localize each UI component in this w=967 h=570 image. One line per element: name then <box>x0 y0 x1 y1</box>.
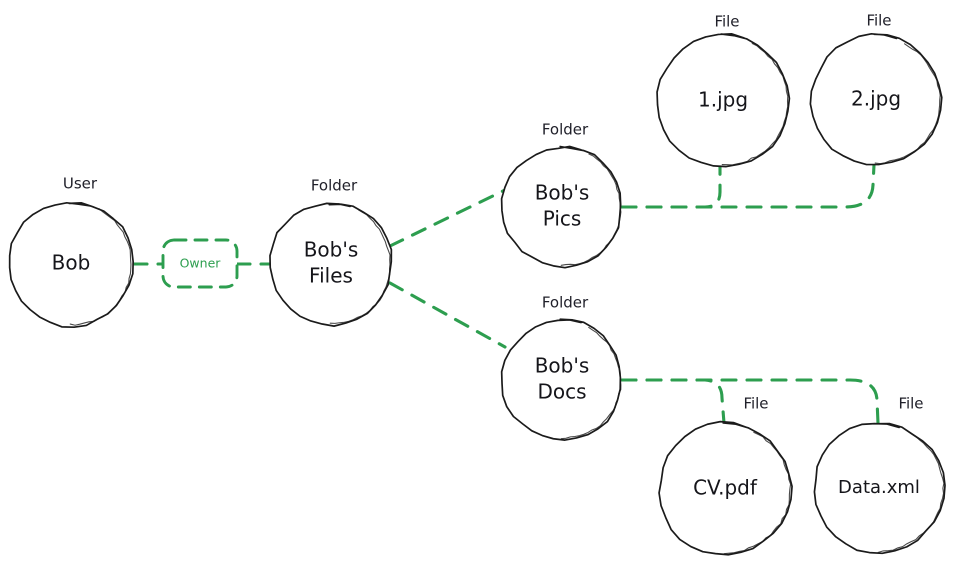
node-bobs_docs-type-label: Folder <box>542 294 589 312</box>
node-bobs_docs-outline-secondary <box>560 326 622 440</box>
node-file_1jpg[interactable]: 1.jpg File <box>656 13 791 168</box>
edge-pics-1jpg[interactable] <box>620 165 722 209</box>
node-file_dataxml-type-label: File <box>898 395 923 413</box>
edge-bob-files-label[interactable]: Owner <box>161 238 239 289</box>
edges-layer <box>131 163 880 425</box>
node-file_cvpdf-label: CV.pdf <box>693 476 758 500</box>
node-file_dataxml[interactable]: Data.xml File <box>813 395 946 555</box>
node-file_dataxml-outline-secondary <box>877 430 945 553</box>
node-bobs_files-label: Bob's <box>304 238 359 262</box>
node-file_2jpg-outline <box>809 32 943 166</box>
node-bobs_docs-outline <box>500 318 622 441</box>
node-file_2jpg[interactable]: 2.jpg File <box>809 12 943 166</box>
node-bobs_files-outline <box>269 202 393 327</box>
edge-files-pics-path <box>388 188 507 248</box>
node-file_1jpg-outline <box>656 32 791 168</box>
node-bobs_pics-label: Pics <box>543 207 582 231</box>
edge-labels-layer: Owner <box>161 238 239 289</box>
edge-docs-dataxml[interactable] <box>620 378 880 425</box>
edge-docs-dataxml-path <box>620 378 880 425</box>
node-bobs_files-type-label: Folder <box>311 177 358 195</box>
node-file_cvpdf[interactable]: CV.pdf File <box>658 395 793 556</box>
edge-bob-files-label-box <box>161 238 239 289</box>
node-file_1jpg-type-label: File <box>714 13 739 31</box>
edge-files-docs-path <box>388 281 507 349</box>
node-bob-type-label: User <box>63 175 98 193</box>
node-file_cvpdf-outline-secondary <box>723 431 792 555</box>
node-bobs_pics-outline-secondary <box>560 153 622 266</box>
node-bobs_docs-label: Docs <box>537 380 586 404</box>
edge-files-pics[interactable] <box>388 188 507 248</box>
node-bobs_files-label: Files <box>309 264 353 288</box>
node-file_2jpg-outline-secondary <box>874 43 941 165</box>
node-bobs_pics-label: Bob's <box>535 181 590 205</box>
node-bob-outline <box>8 201 134 329</box>
node-bob-label: Bob <box>52 251 91 275</box>
node-bob-outline-secondary <box>69 208 132 326</box>
node-bobs_files-outline-secondary <box>329 209 391 324</box>
edge-bob-files-label-text: Owner <box>180 256 222 271</box>
node-file_cvpdf-type-label: File <box>743 395 768 413</box>
node-file_1jpg-outline-secondary <box>721 42 789 166</box>
node-bobs_pics-type-label: Folder <box>542 121 589 139</box>
edge-pics-2jpg[interactable] <box>620 163 876 209</box>
edge-docs-cvpdf-path <box>620 378 726 425</box>
node-bobs_docs-label: Bob's <box>535 354 590 378</box>
node-file_2jpg-type-label: File <box>866 12 891 30</box>
node-bob[interactable]: Bob User <box>8 175 134 329</box>
node-bobs_pics-outline <box>500 145 622 269</box>
edge-pics-1jpg-path <box>620 165 722 209</box>
node-file_1jpg-label: 1.jpg <box>698 88 748 112</box>
edge-files-docs[interactable] <box>388 281 507 349</box>
edge-pics-2jpg-path <box>620 163 876 209</box>
node-file_dataxml-outline <box>813 422 946 555</box>
edge-docs-cvpdf[interactable] <box>620 378 726 425</box>
node-file_2jpg-label: 2.jpg <box>851 87 901 111</box>
node-file_dataxml-label: Data.xml <box>838 477 920 498</box>
